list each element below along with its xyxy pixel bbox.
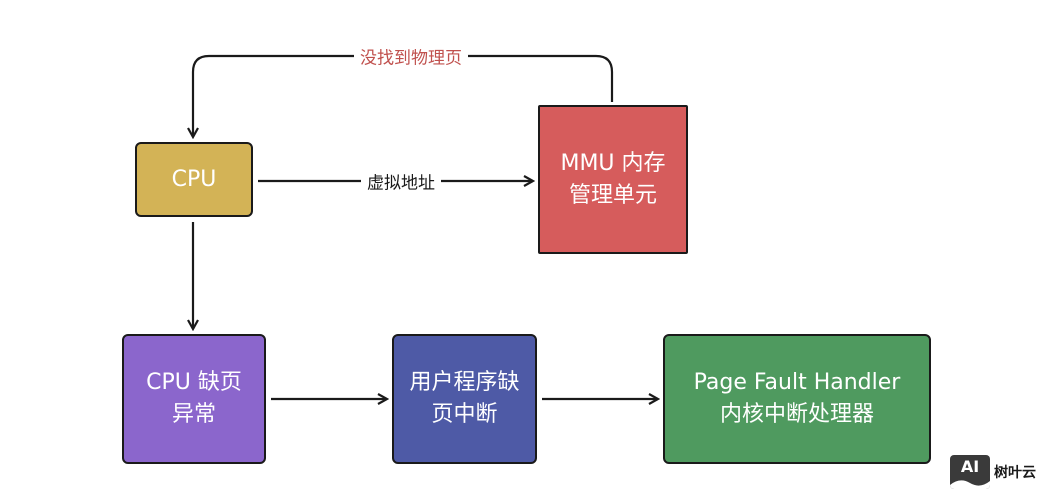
node-exception-line-2: 异常 — [171, 402, 216, 427]
edge-label-not-found: 没找到物理页 — [354, 43, 468, 69]
node-page-fault-handler: Page Fault Handler 内核中断处理器 — [663, 334, 931, 464]
node-user-interrupt: 用户程序缺 页中断 — [392, 334, 537, 464]
edge-label-virtual-address: 虚拟地址 — [361, 168, 441, 194]
watermark-text: 树叶云 — [994, 465, 1036, 481]
node-interrupt-line-1: 用户程序缺 — [409, 370, 520, 396]
node-mmu-line-2: 管理单元 — [568, 182, 657, 208]
watermark: AI 树叶云 — [950, 454, 1036, 490]
node-exception-line-1: CPU 缺页 — [146, 370, 242, 396]
node-handler-line-1: Page Fault Handler — [693, 370, 901, 396]
node-cpu-line-1: CPU — [171, 166, 217, 192]
watermark-logo-text: AI — [960, 457, 980, 476]
node-page-fault-exception: CPU 缺页 异常 — [122, 334, 266, 464]
node-mmu: MMU 内存 管理单元 — [538, 105, 688, 254]
node-cpu: CPU — [135, 142, 253, 217]
watermark-logo-icon: AI — [950, 455, 990, 489]
node-mmu-line-1: MMU 内存 — [560, 150, 666, 176]
node-interrupt-line-2: 页中断 — [431, 402, 498, 427]
node-handler-line-2: 内核中断处理器 — [719, 402, 874, 427]
